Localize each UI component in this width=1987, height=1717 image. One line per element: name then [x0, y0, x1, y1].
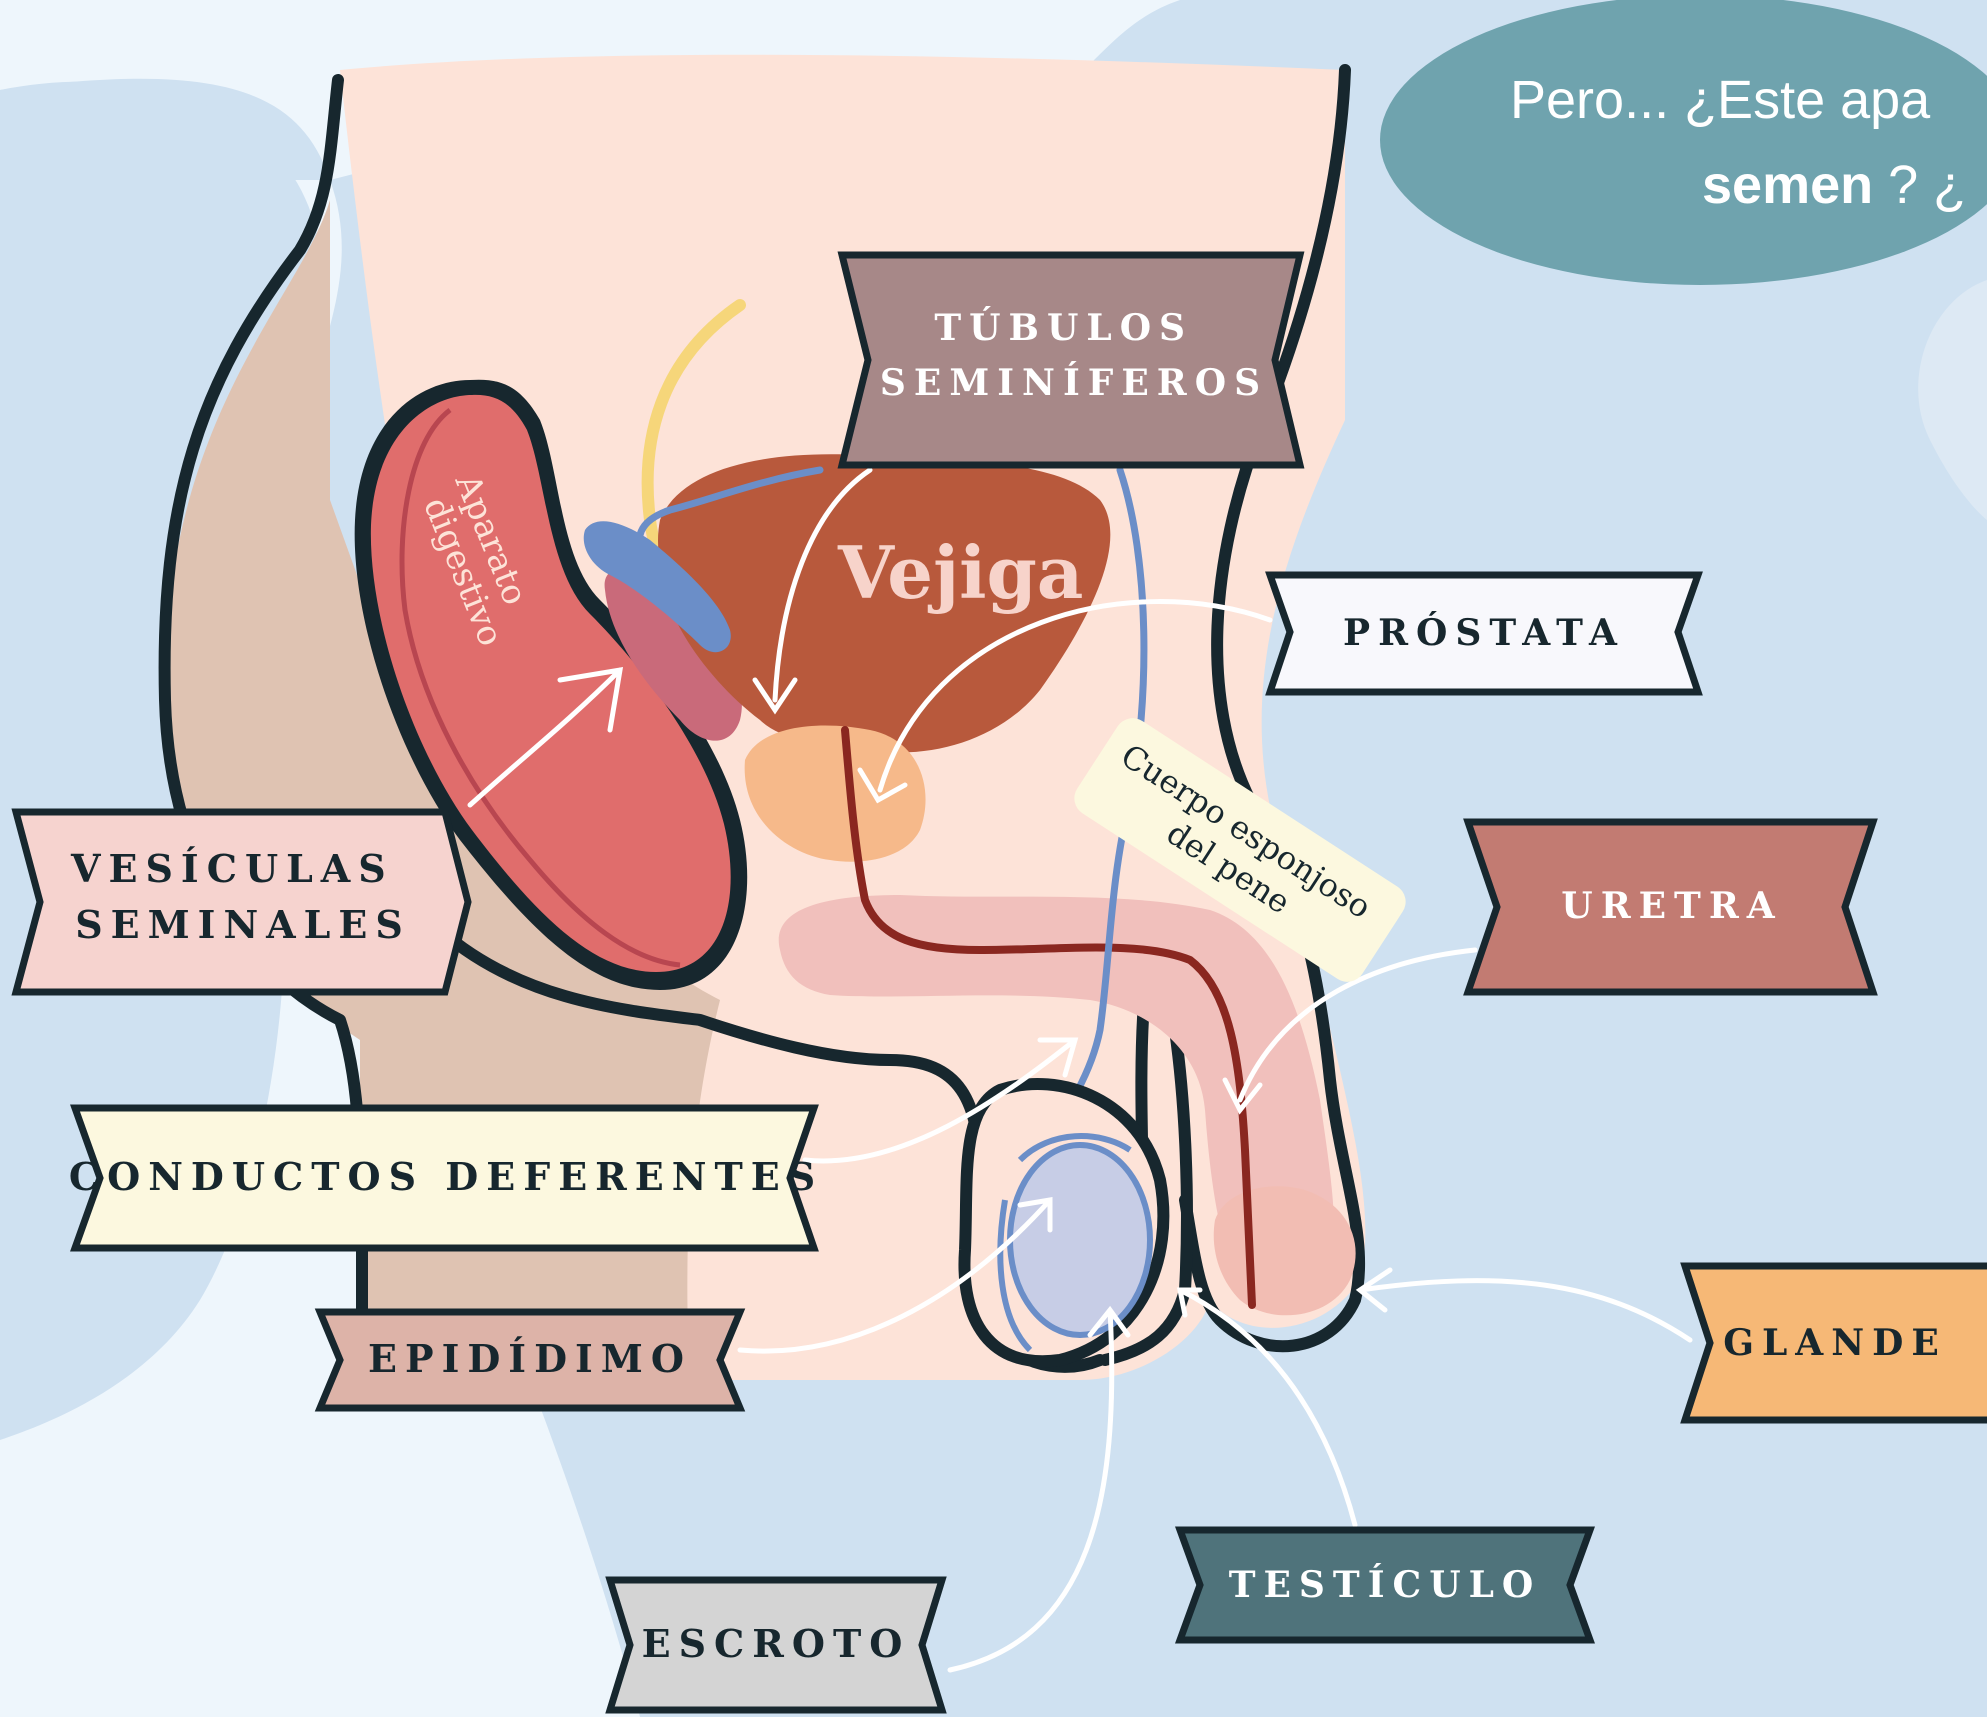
- label-epididimo: EPIDÍDIMO: [320, 1312, 740, 1408]
- label-conductos-deferentes: CONDUCTOS DEFERENTES: [69, 1108, 823, 1248]
- ribbon-tubulos: [842, 255, 1300, 465]
- label-uretra: URETRA: [1468, 822, 1873, 992]
- tubulos-line-2: SEMINÍFEROS: [880, 362, 1268, 404]
- escroto-text: ESCROTO: [642, 1621, 911, 1666]
- glande-text: GLANDE: [1723, 1322, 1947, 1364]
- testiculo-text: TESTÍCULO: [1229, 1564, 1542, 1606]
- conductos-text: CONDUCTOS DEFERENTES: [69, 1154, 823, 1199]
- epididimo-text: EPIDÍDIMO: [368, 1336, 692, 1381]
- vejiga-label: Vejiga: [837, 530, 1083, 615]
- prostata-text: PRÓSTATA: [1343, 612, 1625, 654]
- tubulos-line-1: TÚBULOS: [934, 307, 1193, 349]
- label-prostata: PRÓSTATA: [1270, 575, 1698, 692]
- label-glande: GLANDE: [1685, 1266, 1987, 1420]
- label-tubulos-seminiferos: TÚBULOS SEMINÍFEROS: [842, 255, 1300, 465]
- question-line-2-rest: ? ¿: [1888, 155, 1966, 215]
- question-line-2-bold: semen: [1702, 155, 1873, 215]
- uretra-text: URETRA: [1561, 885, 1782, 927]
- testis: [1010, 1145, 1150, 1335]
- vesiculas-line-1: VESÍCULAS: [70, 846, 394, 891]
- label-vesiculas-seminales: VESÍCULAS SEMINALES: [16, 812, 468, 992]
- label-testiculo: TESTÍCULO: [1180, 1530, 1590, 1640]
- vesiculas-line-2: SEMINALES: [75, 902, 411, 947]
- question-line-1: Pero... ¿Este apa: [1510, 70, 1931, 130]
- label-escroto: ESCROTO: [610, 1580, 942, 1710]
